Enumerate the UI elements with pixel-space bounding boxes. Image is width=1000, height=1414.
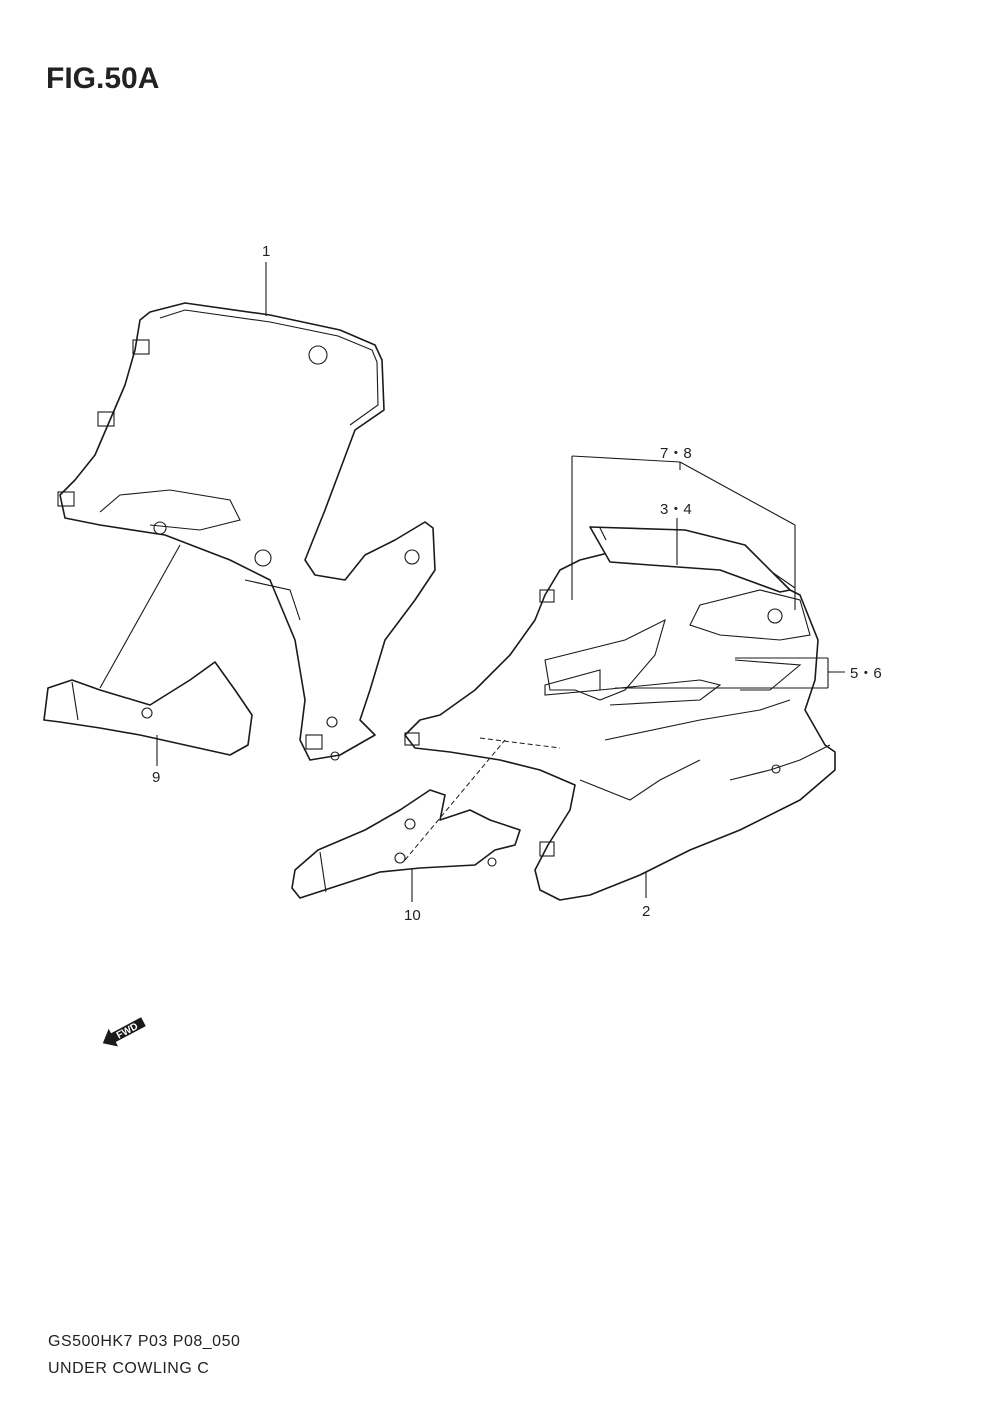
footer-figure-code: GS500HK7 P03 P08_050 (48, 1333, 241, 1350)
callout-2: 2 (642, 903, 650, 920)
footer-figure-name: UNDER COWLING C (48, 1360, 210, 1377)
callout-1: 1 (262, 243, 270, 260)
part-10-bracket-panel (291, 789, 521, 899)
fwd-label: FWD (115, 1021, 140, 1041)
leader-lines (99, 262, 845, 902)
part-3-4-upper-strip (589, 526, 791, 593)
callout-7-8: 7・8 (660, 445, 692, 462)
callout-9: 9 (152, 769, 160, 786)
figure-title: FIG.50A (46, 62, 160, 95)
part-1-inner-cover (57, 302, 436, 761)
callout-5-6: 5・6 (850, 665, 882, 682)
fwd-arrow-icon: FWD (102, 1017, 146, 1047)
callout-10: 10 (404, 907, 421, 924)
part-9-lower-panel (43, 661, 253, 756)
callout-3-4: 3・4 (660, 501, 692, 518)
